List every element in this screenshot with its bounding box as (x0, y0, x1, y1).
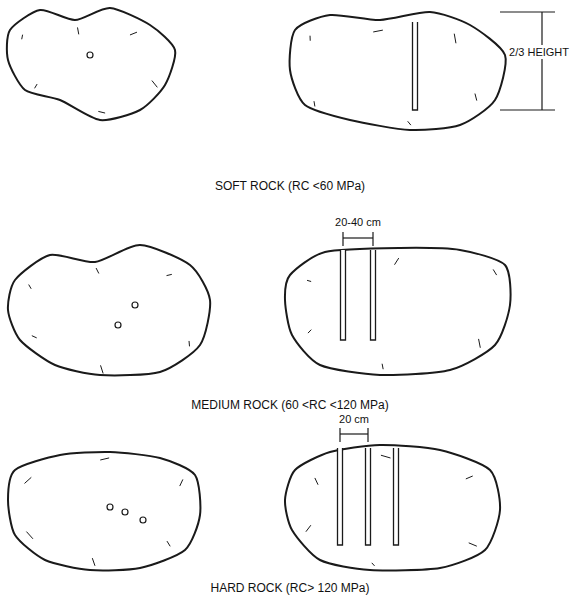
rock-scratch (101, 365, 104, 373)
drill-hole-line (341, 250, 346, 340)
dimension-line (342, 232, 343, 246)
rock-scratch (408, 121, 411, 125)
dimension-label: 2/3 HEIGHT (507, 45, 571, 59)
rock-scratch (98, 111, 105, 113)
rock-scratch (479, 339, 481, 348)
rock-scratch (78, 27, 79, 34)
rock-scratch (32, 336, 37, 338)
rock-scratch (167, 541, 170, 546)
drill-hole-line (394, 448, 399, 545)
rock-scratch (96, 268, 99, 273)
drill-hole (87, 52, 93, 58)
rock-class-caption: SOFT ROCK (RC <60 MPa) (213, 179, 367, 193)
rock-scratch (373, 30, 383, 32)
dimension-line (372, 232, 373, 246)
rock-scratch (29, 285, 32, 289)
drill-hole (122, 509, 128, 515)
rock-scratch (306, 525, 311, 532)
rock-scratch (475, 94, 477, 101)
rock-scratch (381, 455, 391, 458)
drill-hole (115, 322, 121, 328)
rock-scratch (466, 476, 473, 479)
dimension-label: 20 cm (337, 412, 371, 426)
dimension-line (340, 433, 368, 434)
rock-outline (285, 445, 500, 570)
rock-scratch (310, 36, 311, 41)
drill-hole (107, 504, 113, 510)
rock-scratch (493, 269, 496, 275)
rock-scratch (315, 478, 318, 485)
rock-scratch (35, 84, 38, 88)
rock-scratch (92, 558, 95, 566)
rock-scratch (469, 543, 477, 546)
rock-scratch (152, 81, 157, 88)
drill-hole-line (338, 448, 343, 545)
rock-outline (285, 248, 511, 375)
rock-scratch (308, 330, 311, 333)
rock-scratch (180, 479, 183, 486)
drill-hole-line (413, 22, 418, 110)
rock-class-caption: HARD ROCK (RC> 120 MPa) (208, 581, 371, 595)
dimension-line (500, 109, 555, 110)
rock-scratch (382, 364, 383, 369)
drill-hole-line (371, 250, 376, 340)
drill-hole (140, 517, 146, 523)
rock-scratch (26, 532, 33, 539)
rock-scratch (100, 458, 109, 460)
dimension-line (367, 428, 368, 442)
dimension-label: 20-40 cm (333, 215, 383, 229)
rock-scratch (454, 34, 456, 44)
rock-outline (8, 245, 210, 375)
rock-scratch (395, 258, 399, 265)
drill-hole-line (366, 448, 371, 545)
dimension-line (339, 428, 340, 442)
rock-scratch (307, 280, 311, 281)
rock-outline (7, 8, 175, 120)
rock-class-caption: MEDIUM ROCK (60 <RC <120 MPa) (189, 398, 390, 412)
rock-scratch (21, 35, 23, 40)
drill-holes-section (338, 22, 418, 545)
rock-scratch (25, 477, 32, 483)
rock-scratch (313, 101, 315, 106)
drill-hole (132, 302, 138, 308)
dimension-line (500, 11, 555, 12)
rock-outline (8, 452, 200, 570)
rock-scratch (372, 563, 375, 566)
rock-scratch (167, 274, 172, 275)
rock-scratch (130, 32, 137, 35)
dimension-line (343, 237, 373, 238)
rock-outline (290, 12, 506, 130)
dimension-line (541, 12, 542, 110)
rock-texture (22, 27, 497, 565)
rock-scratch (189, 341, 190, 346)
